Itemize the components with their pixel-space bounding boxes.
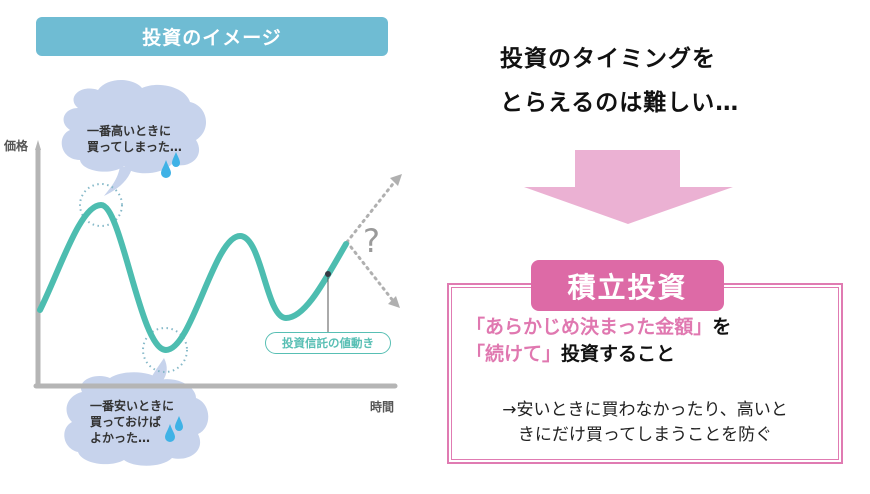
bubble-bottom-line-3: よかった… [90,431,151,445]
sweat-drop-icon [165,424,175,442]
headline-line-1: 投資のタイミングを [500,46,716,72]
bubble-top-line-1: 一番高いときに [87,124,172,138]
question-mark-icon: ? [363,222,380,260]
x-axis-label: 時間 [370,400,395,414]
definition-action: 投資すること [561,343,676,365]
headline-line-2: とらえるのは難しい… [500,90,740,116]
definition-line-2: 「続けて」投資すること [466,341,731,368]
bubble-bottom-line-1: 一番安いときに [90,399,175,413]
price-chart [33,80,402,466]
down-arrow-icon [524,150,733,224]
explanation-text: →安いときに買わなかったり、高いと きにだけ買ってしまうことを防ぐ [455,398,835,448]
arrow-down-icon [388,296,400,308]
banner-title: 投資のイメージ [142,27,282,49]
tsumitate-badge: 積立投資 [531,260,724,311]
sweat-drop-icon [161,160,171,178]
peak-highlight-circle [79,183,123,227]
sweat-drop-icon [175,416,183,431]
series-pointer-dot [325,271,331,277]
explanation-line-1: →安いときに買わなかったり、高いと [502,400,788,420]
badge-label: 積立投資 [567,270,688,304]
series-label: 投資信託の値動き [282,336,374,350]
price-curve [37,201,349,354]
definition-text: 「あらかじめ決まった金額」を 「続けて」投資すること [466,314,731,368]
explanation-line-2: きにだけ買ってしまうことを防ぐ [517,425,773,445]
bubble-top-line-2: 買ってしまった… [87,140,182,154]
definition-particle: を [712,316,732,338]
arrow-up-icon [390,174,402,186]
series-label-pill: 投資信託の値動き [265,332,391,354]
definition-line-1: 「あらかじめ決まった金額」を [466,314,731,341]
sweat-drop-icon [172,152,180,167]
definition-emphasis-continue: 「続けて」 [466,343,562,365]
investment-image-banner: 投資のイメージ [36,17,388,56]
trough-highlight-circle [142,327,188,373]
bubble-bottom-text: 一番安いときに 買っておけば よかった… [90,398,174,446]
headline: 投資のタイミングを とらえるのは難しい… [500,37,739,125]
definition-emphasis-amount: 「あらかじめ決まった金額」 [466,316,713,338]
bubble-top-text: 一番高いときに 買ってしまった… [87,123,182,155]
y-axis-label: 価格 [4,139,29,153]
thought-bubble-top [61,80,207,196]
future-direction-lines [345,178,398,304]
bubble-bottom-line-2: 買っておけば [90,415,162,429]
